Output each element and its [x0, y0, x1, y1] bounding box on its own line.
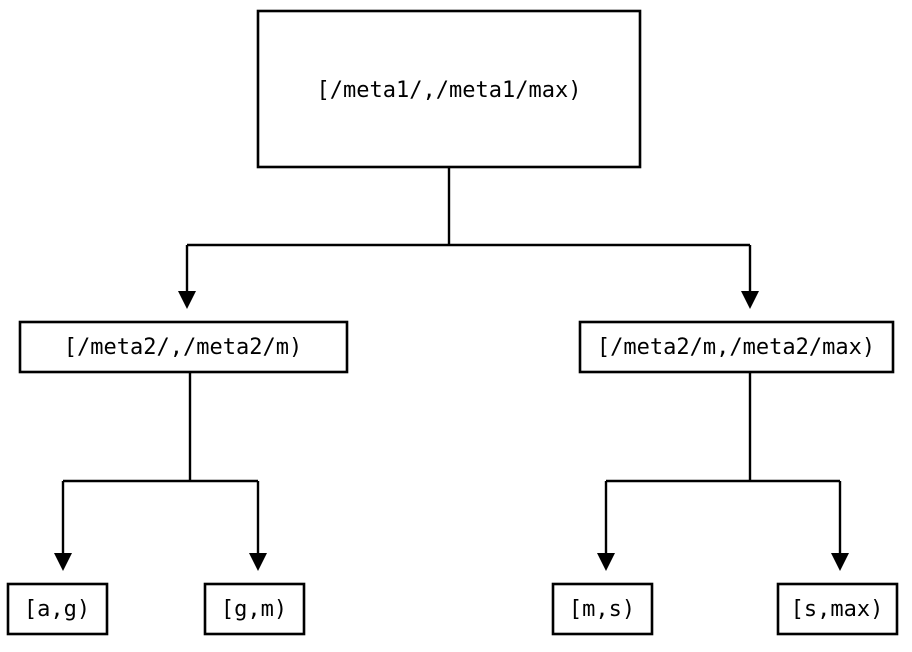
node-leaf-g-m-label: [g,m) [221, 597, 287, 622]
node-left-branch[interactable]: [/meta2/,/meta2/m) [18, 320, 349, 374]
node-leaf-m-s-label: [m,s) [569, 597, 635, 622]
node-root-box[interactable] [256, 9, 642, 169]
node-root[interactable]: [/meta1/,/meta1/max) [256, 9, 642, 169]
edge-root-to-level1 [178, 167, 759, 309]
node-right-branch-box[interactable] [578, 320, 895, 374]
node-right-branch-label: [/meta2/m,/meta2/max) [597, 335, 875, 360]
edge-right-branch-to-leaves [597, 372, 849, 571]
arrowhead-leaf-s-max-icon [831, 553, 849, 571]
node-leaf-a-g[interactable]: [a,g) [6, 582, 109, 636]
node-root-label: [/meta1/,/meta1/max) [317, 78, 582, 103]
arrowhead-leaf-a-g-icon [54, 553, 72, 571]
node-left-branch-box[interactable] [18, 320, 349, 374]
node-leaf-s-max[interactable]: [s,max) [776, 582, 899, 636]
arrowhead-leaf-m-s-icon [597, 553, 615, 571]
node-leaf-g-m-box[interactable] [203, 582, 306, 636]
arrowhead-left-branch-icon [178, 291, 196, 309]
arrowhead-right-branch-icon [741, 291, 759, 309]
node-leaf-m-s-box[interactable] [551, 582, 654, 636]
node-leaf-a-g-box[interactable] [6, 582, 109, 636]
node-leaf-s-max-label: [s,max) [791, 597, 884, 622]
edge-left-branch-to-leaves [54, 372, 267, 571]
node-leaf-g-m[interactable]: [g,m) [203, 582, 306, 636]
node-left-branch-label: [/meta2/,/meta2/m) [64, 335, 302, 360]
arrowhead-leaf-g-m-icon [249, 553, 267, 571]
node-right-branch[interactable]: [/meta2/m,/meta2/max) [578, 320, 895, 374]
node-leaf-m-s[interactable]: [m,s) [551, 582, 654, 636]
node-leaf-s-max-box[interactable] [776, 582, 899, 636]
node-leaf-a-g-label: [a,g) [24, 597, 90, 622]
